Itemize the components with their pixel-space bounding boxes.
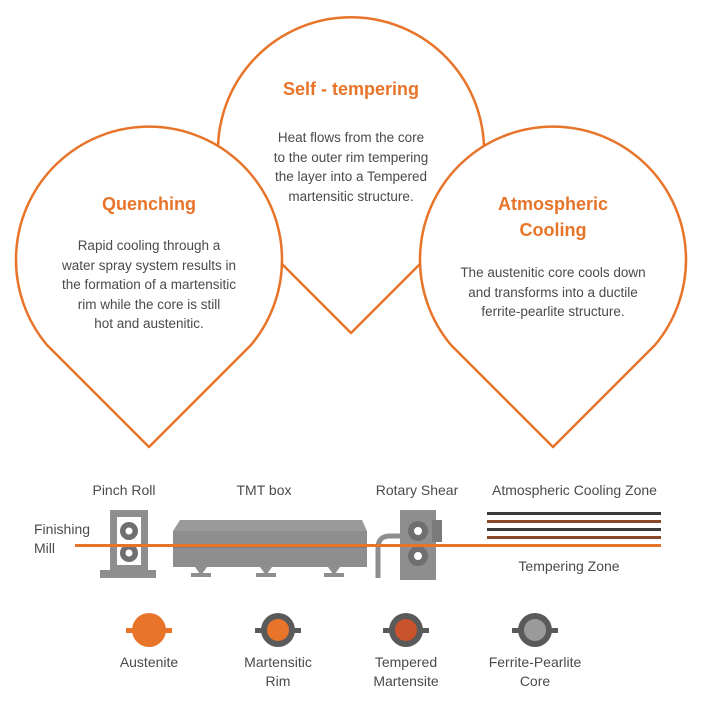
martensitic-rim-label: Martensitic Rim: [244, 654, 312, 689]
quenching-bubble: [14, 125, 284, 449]
tempered-martensite-label: Tempered Martensite: [373, 654, 439, 689]
atmospheric-cooling-bubble: [418, 125, 688, 449]
atmospheric-cooling-stripes: [487, 512, 661, 539]
tempered-martensite-icon: [383, 613, 429, 647]
austenite-icon: [126, 613, 172, 647]
pinch-roll-machine: [100, 510, 156, 578]
self-tempering-title: Self - tempering: [282, 79, 420, 99]
tmt-box-machine: [173, 520, 367, 577]
tempering-zone-label: Tempering Zone: [518, 558, 620, 574]
steel-bar-line: [75, 544, 661, 547]
martensitic-rim-icon: [255, 613, 301, 647]
ferrite-pearlite-core-label: Ferrite-Pearlite Core: [488, 654, 582, 689]
tmt-box-label: TMT box: [236, 482, 292, 498]
ferrite-pearlite-core-icon: [512, 613, 558, 647]
atmospheric-cooling-title: Atmospheric Cooling: [497, 194, 609, 240]
quenching-title: Quenching: [102, 194, 196, 214]
pinch-roll-label: Pinch Roll: [92, 482, 156, 498]
austenite-label: Austenite: [119, 654, 179, 670]
finishing-mill-label: Finishing Mill: [34, 521, 91, 556]
atmospheric-cooling-description: The austenitic core cools down and trans…: [460, 265, 646, 319]
self-tempering-description: Heat flows from the core to the outer ri…: [273, 130, 429, 204]
quenching-description: Rapid cooling through a water spray syst…: [61, 238, 237, 331]
atmospheric-cooling-zone-label: Atmospheric Cooling Zone: [492, 482, 657, 498]
rotary-shear-label: Rotary Shear: [375, 482, 459, 498]
